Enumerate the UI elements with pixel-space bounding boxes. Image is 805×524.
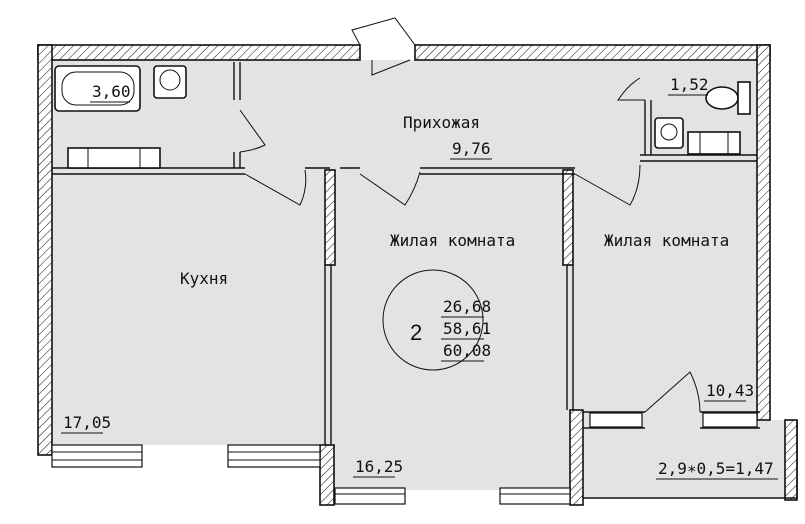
kitchen-name: Кухня — [180, 269, 228, 288]
summary-circle — [382, 269, 484, 371]
washing-machine — [687, 131, 741, 155]
kitchen-area: 17,05 — [63, 413, 111, 432]
kitchen-counter — [67, 147, 161, 169]
toilet-washbasin — [654, 117, 684, 149]
total-area: 58,61 — [443, 319, 491, 338]
windows — [51, 412, 758, 505]
total-with-balcony: 60,08 — [443, 341, 491, 360]
bathroom-area: 3,60 — [92, 82, 131, 101]
living-room-2-name: Жилая комната — [604, 231, 729, 250]
rooms-count: 2 — [410, 320, 422, 345]
toilet-bowl — [705, 86, 739, 110]
interior-walls — [52, 62, 760, 445]
hallway-area: 9,76 — [452, 139, 491, 158]
balcony — [583, 420, 798, 499]
labels: 3,60 1,52 Прихожая 9,76 Кухня 17,05 Жила… — [61, 75, 778, 480]
exterior-walls — [37, 44, 798, 506]
bathtub — [54, 65, 141, 112]
washbasin — [153, 65, 187, 99]
fixtures — [54, 65, 751, 169]
toilet-area: 1,52 — [670, 75, 709, 94]
doors — [239, 17, 701, 413]
living-room-1-area: 16,25 — [355, 457, 403, 476]
living-area-total: 26,68 — [443, 297, 491, 316]
balcony-area: 2,9∗0,5=1,47 — [658, 459, 774, 478]
living-room-1-name: Жилая комната — [390, 231, 515, 250]
hallway-name: Прихожая — [403, 113, 480, 132]
living-room-2-area: 10,43 — [706, 381, 754, 400]
